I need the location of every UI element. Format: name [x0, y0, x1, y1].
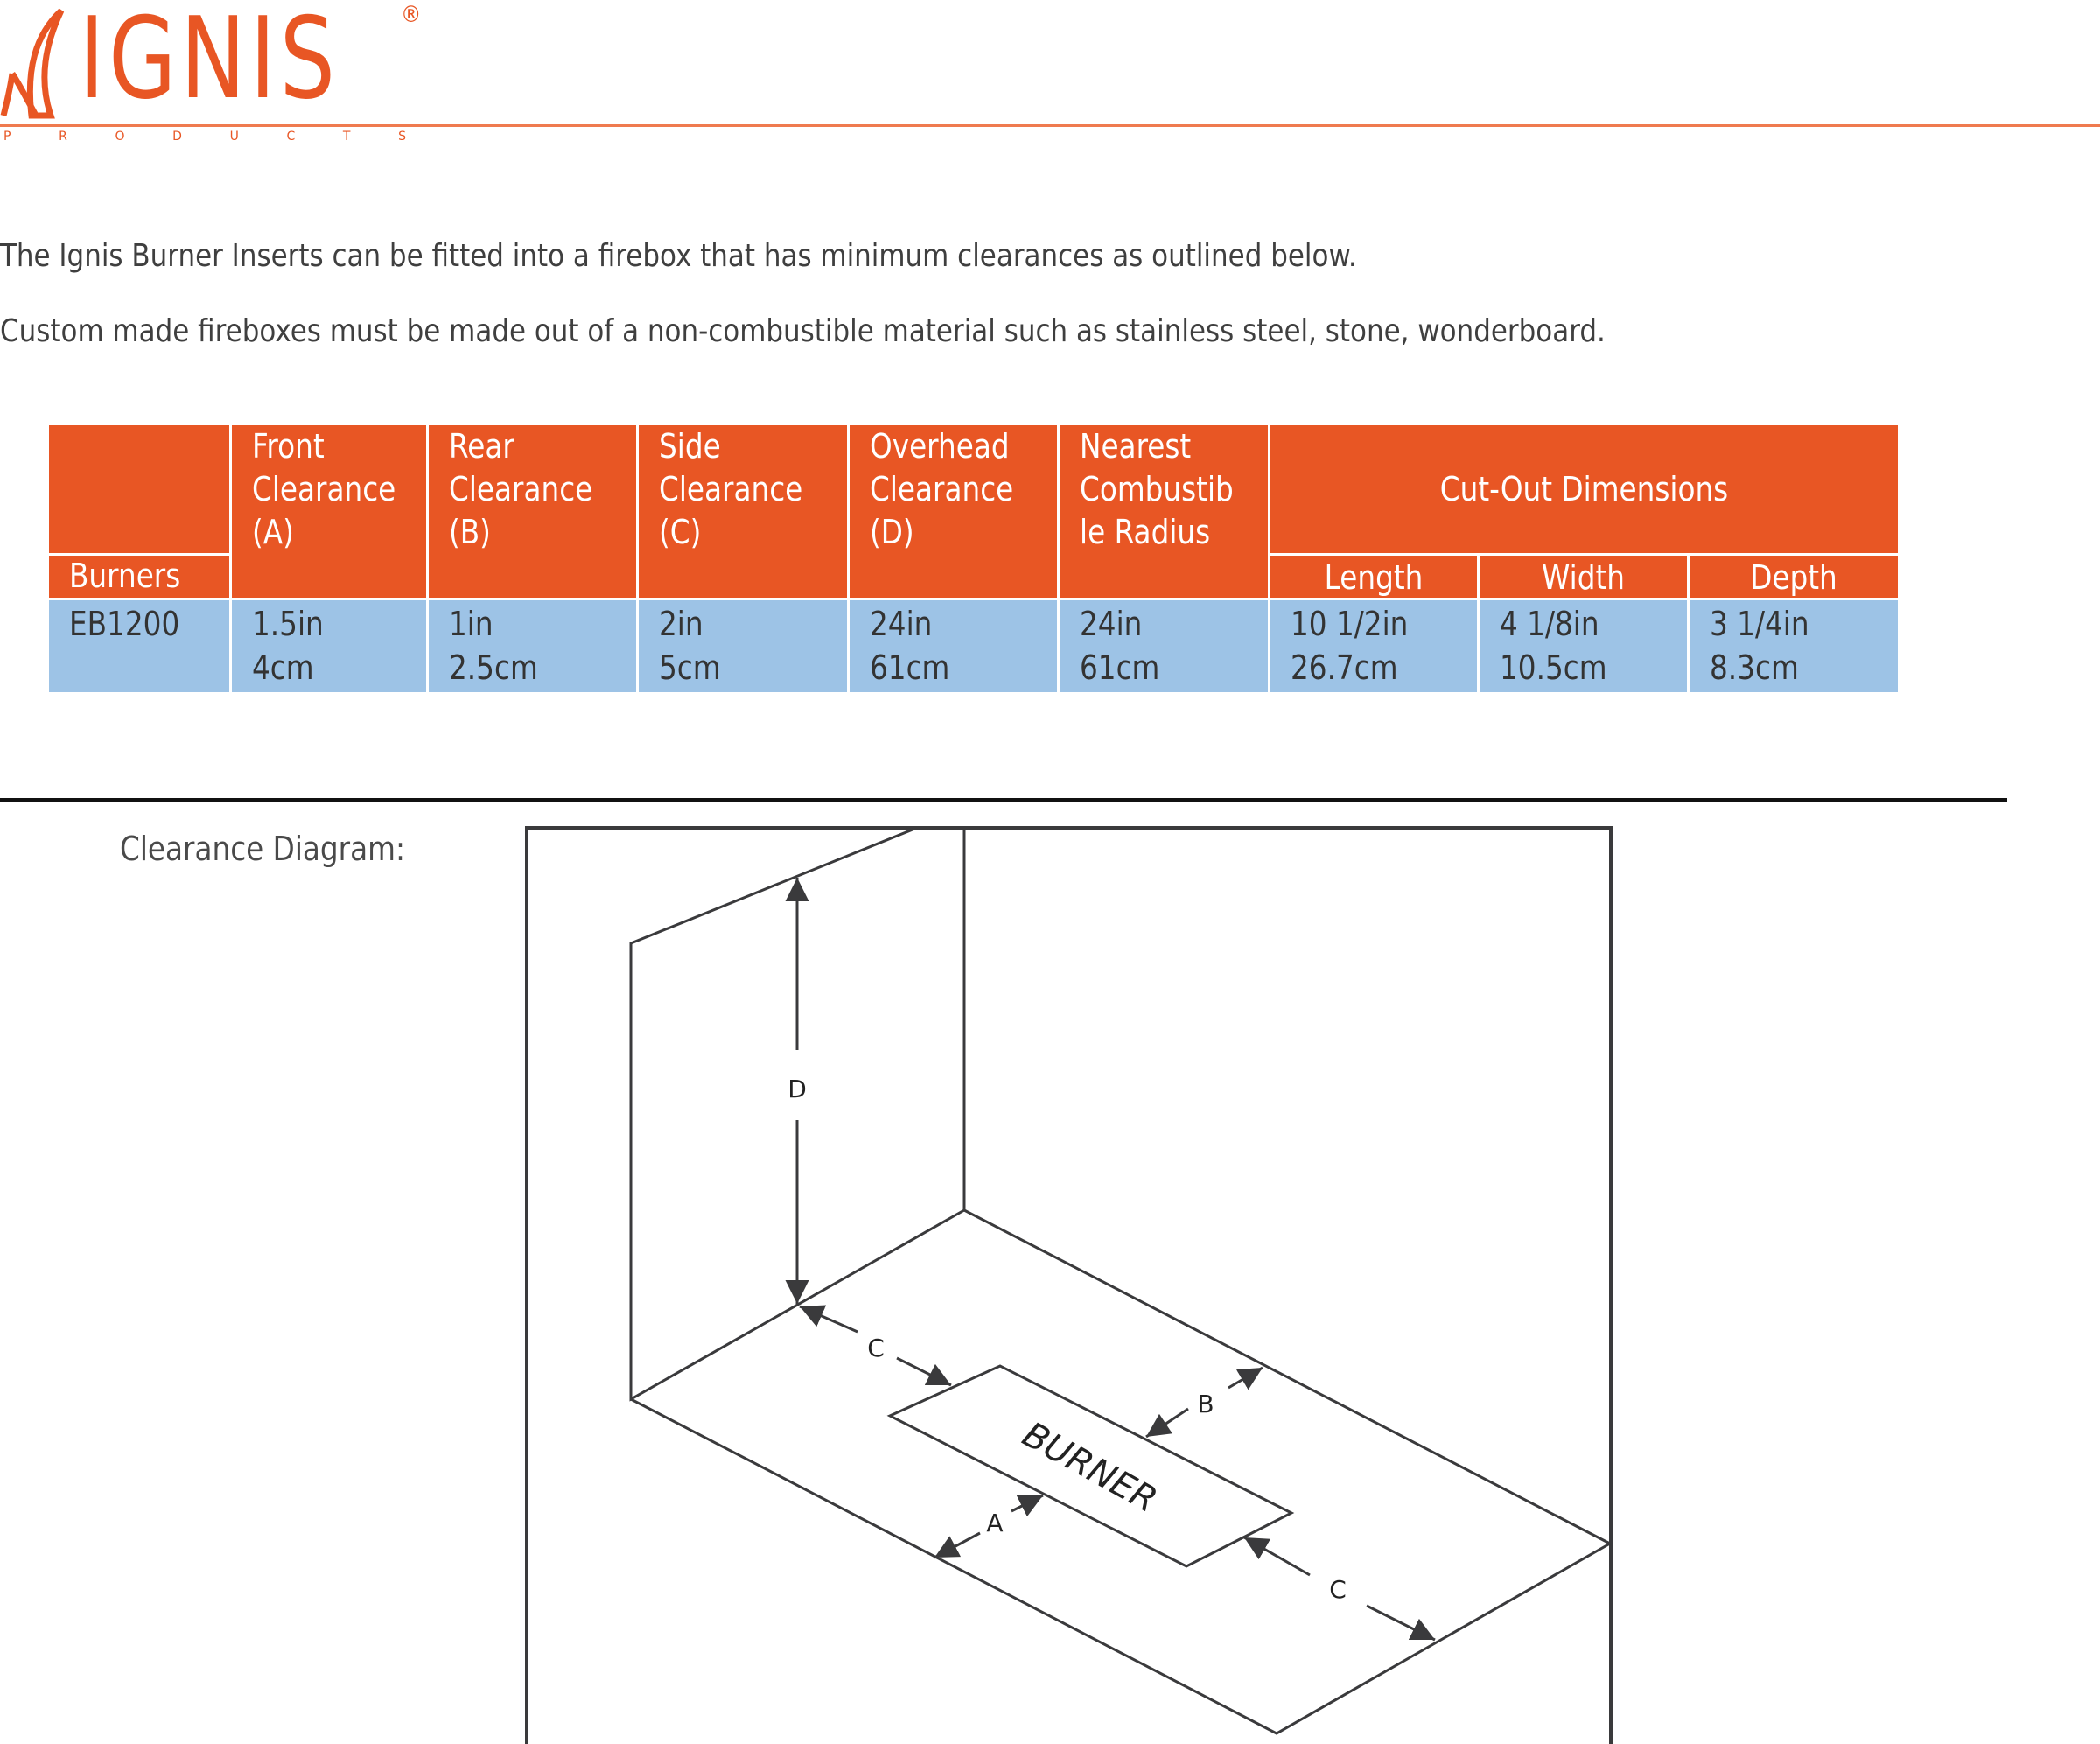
header-length: Length: [1270, 556, 1477, 598]
dimension-a-a: [934, 1531, 981, 1559]
label-a: A: [986, 1509, 1003, 1537]
side-wall: [629, 826, 965, 1402]
burner-outline: [886, 1364, 1295, 1568]
dimension-c1-a: [799, 1305, 858, 1334]
tagline-letter: T: [342, 130, 351, 144]
header-cutout-dimensions: Cut-Out Dimensions: [1270, 425, 1898, 553]
intro-paragraph-1: The Ignis Burner Inserts can be fitted i…: [0, 238, 1357, 274]
tagline-letter: U: [229, 130, 239, 144]
header-burners: Burners: [49, 556, 229, 598]
flame-icon: [0, 8, 65, 119]
diagram-frame: [525, 826, 1613, 1744]
dimension-c2-a: [1243, 1536, 1311, 1577]
tagline-letter: D: [172, 130, 182, 144]
diagram-label: Clearance Diagram:: [120, 830, 405, 868]
tagline-letter: P: [4, 130, 11, 144]
ignis-logo: IGNIS ® P R O D U C T S: [0, 0, 422, 149]
label-c-left: C: [867, 1334, 885, 1362]
intro-paragraph-2: Custom made fireboxes must be made out o…: [0, 313, 1606, 349]
tagline-letter: S: [398, 130, 406, 144]
header-blank-cell: [49, 425, 229, 553]
dimension-c1-b: [896, 1356, 952, 1387]
label-b: B: [1197, 1390, 1214, 1418]
brand-tagline: P R O D U C T S: [4, 130, 406, 144]
header-divider: [0, 124, 2100, 127]
header-depth: Depth: [1690, 556, 1898, 598]
label-d: D: [788, 1075, 807, 1103]
dimension-a-b: [1011, 1494, 1044, 1517]
tagline-letter: C: [286, 130, 296, 144]
dimension-b-a: [1145, 1407, 1189, 1439]
tagline-letter: R: [59, 130, 67, 144]
tagline-letter: O: [115, 130, 125, 144]
registered-mark: ®: [401, 2, 422, 28]
section-divider: [0, 798, 2007, 802]
floor-outline: [630, 1208, 1614, 1735]
label-c-right: C: [1329, 1575, 1347, 1604]
brand-name: IGNIS: [79, 0, 340, 124]
cell-burner-model: EB1200: [49, 600, 229, 692]
header-width: Width: [1480, 556, 1687, 598]
dimension-b-b: [1228, 1366, 1264, 1390]
dimension-c2-b: [1366, 1604, 1436, 1642]
